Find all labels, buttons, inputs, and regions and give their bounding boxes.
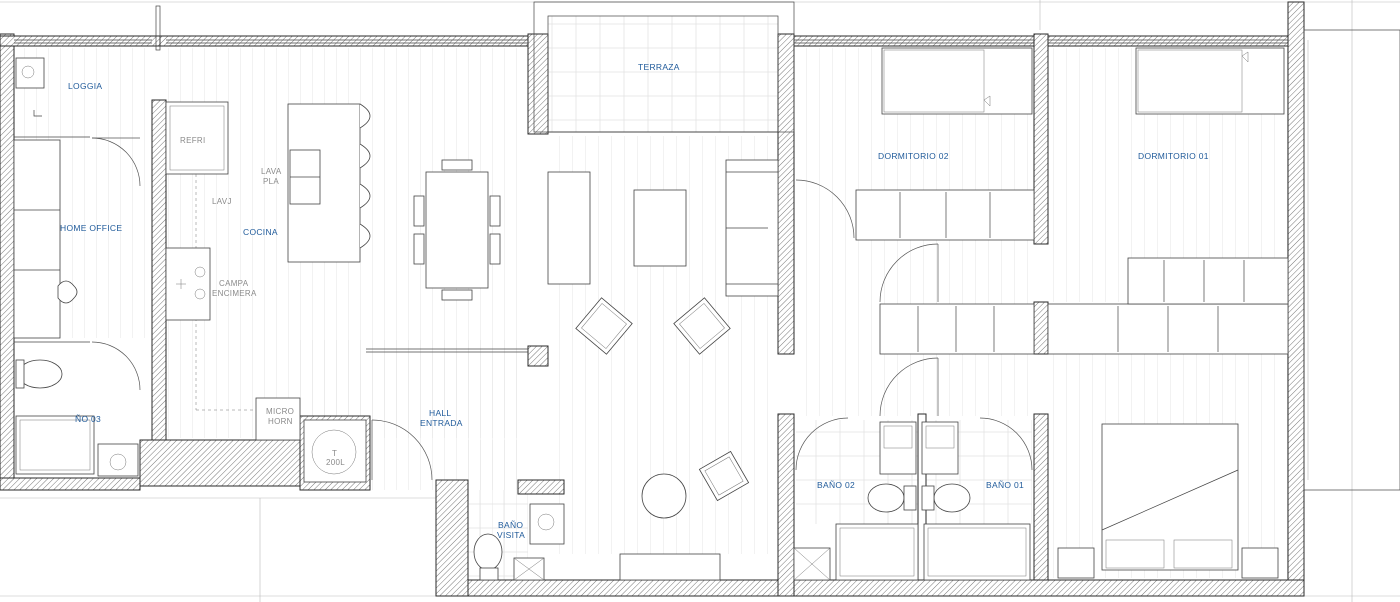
hall-elements: [303, 348, 528, 483]
label-lava: LAVA: [261, 167, 282, 176]
label-termo: T: [332, 449, 337, 458]
windows: [14, 5, 1400, 491]
label-horn: HORN: [268, 417, 293, 426]
label-home-office: HOME OFFICE: [60, 223, 122, 233]
label-bano-02: BAÑO 02: [817, 480, 855, 490]
terrace-frame: [533, 1, 795, 133]
home-office-furniture: [13, 139, 141, 391]
dormitorio-02-furniture: [795, 47, 1035, 303]
label-lavj: LAVJ: [212, 197, 232, 206]
label-loggia: LOGGIA: [68, 81, 102, 91]
fixture-labels: REFRI LAVJ LAVA PLA CAMPA ENCIMERA MICRO…: [180, 136, 345, 467]
label-micro: MICRO: [266, 407, 294, 416]
label-cocina: COCINA: [243, 227, 278, 237]
dining-table: [413, 159, 501, 301]
label-bano-visita-1: BAÑO: [498, 520, 523, 530]
label-dormitorio-02: DORMITORIO 02: [878, 151, 949, 161]
label-refri: REFRI: [180, 136, 206, 145]
bano-visita-fixtures: [473, 503, 565, 581]
label-dormitorio-01: DORMITORIO 01: [1138, 151, 1209, 161]
wardrobes: [879, 257, 1289, 417]
loggia-fixtures: [14, 57, 141, 187]
label-encimera: ENCIMERA: [212, 289, 257, 298]
label-bano-03: ÑO 03: [75, 414, 101, 424]
bano-03-fixtures: [15, 359, 139, 477]
label-bano-visita-2: VISITA: [497, 530, 525, 540]
label-bano-01: BAÑO 01: [986, 480, 1024, 490]
living-furniture: [547, 159, 779, 581]
label-hall: HALL: [429, 408, 451, 418]
label-campa: CAMPA: [219, 279, 249, 288]
label-pla: PLA: [263, 177, 279, 186]
label-terraza: TERRAZA: [638, 62, 680, 72]
kitchen-fixtures: [165, 101, 371, 441]
dormitorio-01-furniture: [1057, 47, 1285, 579]
label-200l: 200L: [326, 458, 345, 467]
room-labels: LOGGIA HOME OFFICE ÑO 03 COCINA TERRAZA …: [60, 62, 1209, 540]
banos-fixtures: [793, 417, 1033, 581]
label-entrada: ENTRADA: [420, 418, 463, 428]
